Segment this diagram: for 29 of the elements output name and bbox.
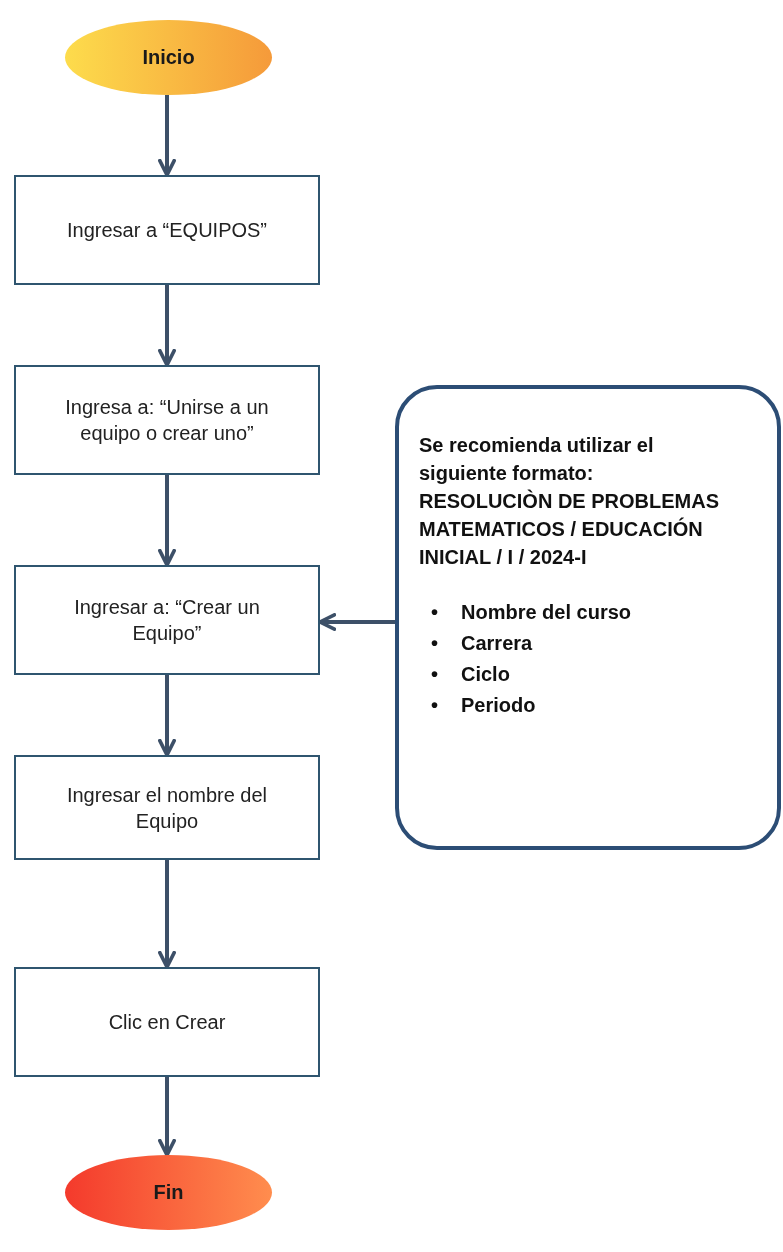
list-item: Carrera [461,631,534,656]
note-text: Se recomienda utilizar el siguiente formato: [419,433,655,486]
arrow [158,95,176,177]
process-box [14,565,320,675]
note-text: RESOLUCIÒN DE PROBLEMAS MATEMATICOS / EDUCACIÓN INICIAL / I / 2024-I [419,488,721,570]
terminal-label: Inicio [142,46,195,69]
bullet: • [431,631,439,656]
process-box [14,175,320,285]
process-label: Ingresar el nombre del Equipo [65,782,269,834]
list-item: Periodo [461,693,537,718]
process-box [14,365,320,475]
arrow [158,860,176,969]
process-label: Ingresar a “EQUIPOS” [66,218,268,243]
arrow [158,1077,176,1157]
process-box [14,755,320,860]
bullet: • [431,600,439,625]
list-item: Ciclo [461,662,511,687]
process-box [14,967,320,1077]
process-label: Ingresar a: “Crear un Equipo” [73,595,261,646]
arrow [158,285,176,367]
bullet: • [431,693,439,718]
terminal-label: Fin [153,1181,184,1204]
arrow [158,675,176,757]
list-item: Nombre del curso [461,600,633,625]
note-callout [395,385,781,850]
bullet: • [431,662,439,687]
arrow [158,475,176,567]
process-label: Clic en Crear [108,1010,226,1035]
process-label: Ingresa a: “Unirse a un equipo o crear uno” [64,395,270,446]
